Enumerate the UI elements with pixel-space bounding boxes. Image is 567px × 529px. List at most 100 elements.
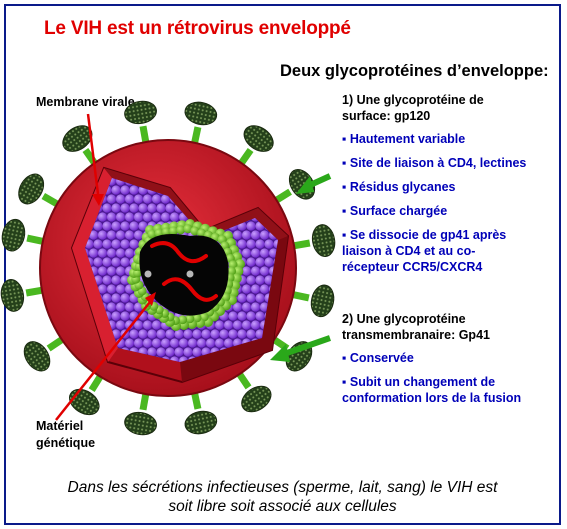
capsid-bead [124,230,135,240]
capsid-bead [241,302,252,312]
capsid-bead [133,302,144,312]
capsid-bead [151,320,162,330]
capsid-bead [201,329,211,339]
capsid-bead [241,248,252,258]
core-ring-bead [190,226,200,236]
capsid-bead [106,248,117,258]
capsid-bead [160,212,171,222]
glycoproteins-heading: Deux glycoprotéines d’enveloppe: [280,62,549,80]
footer-line2: soit libre soit associé aux cellules [168,498,397,515]
spike-head [124,411,157,436]
section1-bullet: ▪ Site de liaison à CD4, lectines [342,156,527,170]
capsid-bead [250,302,261,312]
spike-head [18,173,45,205]
capsid-bead [129,221,139,231]
capsid-bead [192,347,202,357]
capsid-bead [250,248,261,258]
core-ring-bead [183,224,193,234]
capsid-bead [97,230,108,240]
capsid-bead [93,257,103,267]
capsid-bead [97,248,108,258]
capsid-bead [160,338,171,348]
capsid-bead [133,230,144,240]
section2-heading: 2) Une glycoprotéine transmembranaire: G… [342,311,490,343]
capsid-bead [223,338,234,348]
capsid-bead [250,230,261,240]
capsid-bead [255,293,265,303]
capsid-bead [93,239,103,249]
cutaway-face-left [72,168,118,362]
capsid-bead [151,212,162,222]
capsid-bead [120,239,130,249]
capsid-bead [120,311,130,321]
capsid-bead [106,284,117,294]
spike-head [124,100,157,125]
capsid-bead [255,275,265,285]
capsid-bead [133,212,144,222]
capsid-bead [124,248,135,258]
capsid-bead [187,338,198,348]
capsid-bead [115,284,126,294]
capsid-bead [174,329,184,339]
capsid-bead [111,185,121,195]
genetic-material-label: Matériel génétique [36,418,95,452]
capsid-bead [210,329,220,339]
capsid-bead [106,302,117,312]
capsid-bead [156,329,166,339]
capsid-bead [115,248,126,258]
section1-heading-line2: surface: gp120 [342,109,431,123]
genetic-pointer-arrow [55,301,151,421]
capsid-bead [237,311,247,321]
spike-head [184,101,218,126]
genetic-material-line1: Matériel [36,419,84,433]
spike-head [23,341,51,372]
capsid-bead [156,347,166,357]
section1-bullet: ▪ Se dissocie de gp41 après liaison à CD… [342,228,507,274]
capsid-bead [246,311,256,321]
capsid-bead [250,284,261,294]
capsid-bead [124,212,135,222]
spike-head [243,125,274,152]
capsid-bead [246,221,256,231]
capsid-bead [273,167,282,176]
capsid-bead [205,338,216,348]
enzyme-dot [144,270,152,278]
core-ring-bead [169,226,179,236]
section1-bullet: ▪ Surface chargée [342,204,448,218]
capsid-bead [241,266,252,276]
capsid-bead [106,230,117,240]
genetic-pointer-arrowhead [145,292,156,306]
capsid-bead [120,293,130,303]
section1-bullets: ▪ Hautement variable ▪ Site de liaison à… [342,131,552,283]
capsid-bead [120,203,130,213]
spike-head [241,385,272,413]
capsid-bead [246,293,256,303]
capsid-bead [120,221,130,231]
figure-title: Le VIH est un rétrovirus enveloppé [44,18,351,39]
capsid-bead [115,212,126,222]
capsid-bead [259,266,270,276]
capsid-bead [169,338,180,348]
capsid-bead [115,230,126,240]
capsid-bead [88,230,99,240]
capsid-bead [246,275,256,285]
rna-strand [150,241,208,264]
capsid-bead [102,203,112,213]
section1-bullet: ▪ Hautement variable [342,132,466,146]
capsid-bead [111,203,121,213]
membrane-label: Membrane virale [36,95,135,109]
capsid-bead [102,275,112,285]
capsid-bead [151,338,162,348]
capsid-bead [111,257,121,267]
capsid-bead [192,329,202,339]
capsid-bead [138,203,148,213]
capsid-bead [111,311,121,321]
section2-heading-line1: 2) Une glycoprotéine [342,312,466,326]
capsid-bead [246,257,256,267]
section2-bullet: ▪ Subit un changement de conformation lo… [342,375,522,405]
capsid-bead [142,212,153,222]
capsid-bead [115,194,126,204]
capsid-bead [174,347,184,357]
capsid-bead [264,239,274,249]
